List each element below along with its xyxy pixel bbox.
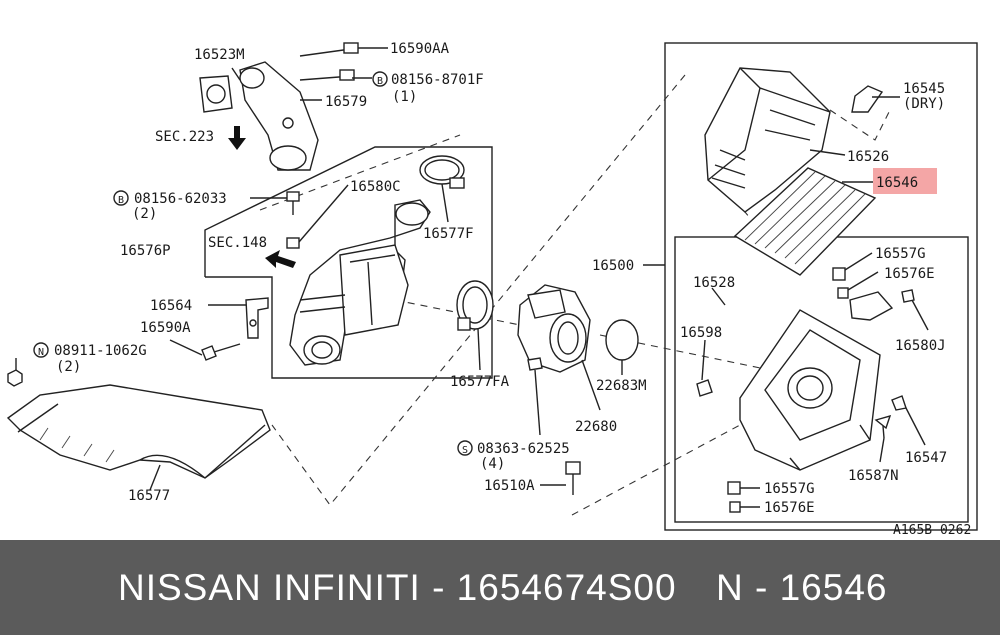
label-22680: 22680 — [575, 419, 617, 435]
svg-text:S: S — [462, 445, 468, 456]
grommet-bottom — [727, 481, 741, 513]
air-duct — [289, 199, 431, 366]
dash-line — [829, 109, 891, 141]
svg-text:N: N — [38, 347, 44, 358]
dash-line — [394, 299, 521, 326]
label-16587n: 16587N — [848, 468, 899, 484]
grommet-top — [832, 267, 849, 299]
bracket-16580j — [849, 289, 915, 321]
clip-16598 — [696, 379, 713, 397]
highlight-16546 — [873, 168, 937, 194]
label-sec148: SEC.148 — [208, 235, 267, 251]
label-16545: 16545 — [903, 81, 945, 97]
dash-line — [571, 424, 741, 516]
label-16545 — [851, 85, 884, 113]
label-16576e-top: 16576E — [884, 266, 935, 282]
bolt-16510a — [565, 461, 581, 495]
seal-22683m — [605, 319, 639, 361]
sec148-arrow — [265, 250, 296, 268]
air-filter-element-16546 — [733, 167, 877, 276]
label-08156-8701f: 08156-8701F — [391, 72, 484, 88]
bolt-08156-62033 — [286, 191, 300, 215]
label-16598: 16598 — [680, 325, 722, 341]
label-08156-8701f-qty: (1) — [392, 89, 417, 105]
leader-lines — [15, 47, 929, 508]
part-info-bar: NISSAN INFINITI - 1654674S00 N - 16546 — [0, 540, 1000, 635]
clip-16580c — [286, 237, 300, 249]
bolt-16590a — [201, 343, 241, 361]
badge-b: B — [372, 71, 388, 87]
label-16580j: 16580J — [895, 338, 946, 354]
label-16547: 16547 — [905, 450, 947, 466]
parts-diagram: B B N S 16523M 16590AA 08156-8701F (1) 1… — [6, 41, 978, 538]
clamp-16577f — [419, 155, 465, 189]
lower-case-16528 — [739, 309, 881, 471]
badge-n: N — [33, 342, 49, 358]
svg-text:B: B — [118, 195, 124, 206]
label-16577: 16577 — [128, 488, 170, 504]
svg-text:B: B — [377, 76, 383, 87]
label-16557g-bottom: 16557G — [764, 481, 815, 497]
label-sec223: SEC.223 — [155, 129, 214, 145]
label-16576e-bottom: 16576E — [764, 500, 815, 516]
label-16500: 16500 — [592, 258, 634, 274]
dash-line — [259, 134, 461, 211]
diagram-code: A165B 0262 — [893, 523, 971, 538]
label-16564: 16564 — [150, 298, 192, 314]
sec223-arrow — [228, 126, 246, 150]
airflow-meter-22680 — [517, 284, 591, 373]
badge-s: S — [457, 440, 473, 456]
label-16546: 16546 — [876, 175, 918, 191]
label-16545-note: (DRY) — [903, 96, 945, 112]
label-16577fa: 16577FA — [450, 374, 510, 390]
label-08156-62033-qty: (2) — [132, 206, 157, 222]
label-16510a: 16510A — [484, 478, 535, 494]
label-16590a: 16590A — [140, 320, 191, 336]
label-08911-1062g: 08911-1062G — [54, 343, 147, 359]
pin-16587n — [874, 414, 892, 439]
label-16528: 16528 — [693, 275, 735, 291]
nut-08911 — [7, 369, 23, 387]
label-16576p: 16576P — [120, 243, 171, 259]
label-16523m: 16523M — [194, 47, 245, 63]
label-08363-62525: 08363-62525 — [477, 441, 570, 457]
label-22683m: 22683M — [596, 378, 647, 394]
part-code-text: N - 16546 — [716, 567, 888, 608]
upper-cover-16526 — [704, 67, 831, 213]
clip-16547 — [891, 395, 907, 411]
label-08156-62033: 08156-62033 — [134, 191, 227, 207]
part-number-text: NISSAN INFINITI - 1654674S00 — [118, 567, 677, 608]
label-16579: 16579 — [325, 94, 367, 110]
clamp-16577fa — [456, 280, 494, 331]
adaptor-tube — [239, 61, 319, 171]
assembly-frame — [664, 42, 978, 531]
label-16577f: 16577F — [423, 226, 474, 242]
air-inlet — [6, 384, 271, 479]
duct-frame — [204, 146, 493, 379]
bracket-16564 — [245, 297, 269, 339]
label-16526: 16526 — [847, 149, 889, 165]
screw-08363 — [527, 357, 543, 371]
label-08363-62525-qty: (4) — [480, 456, 505, 472]
label-08911-1062g-qty: (2) — [56, 359, 81, 375]
dash-line — [271, 74, 686, 506]
label-16590aa: 16590AA — [390, 41, 450, 57]
adaptor-gasket — [199, 75, 233, 113]
badge-b2: B — [113, 190, 129, 206]
label-16580c: 16580C — [350, 179, 401, 195]
label-16557g-top: 16557G — [875, 246, 926, 262]
long-bolts — [299, 42, 359, 81]
